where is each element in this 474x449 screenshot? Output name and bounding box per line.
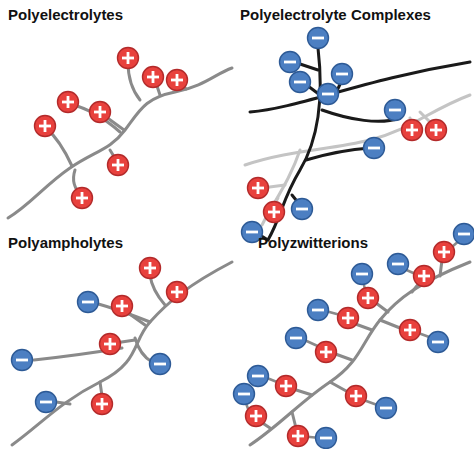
negative-charge: [150, 354, 171, 375]
polymer-chain: [8, 62, 232, 218]
positive-charge: [426, 120, 447, 141]
positive-charge: [35, 116, 56, 137]
panel-title: Polyelectrolytes: [8, 6, 123, 23]
positive-charge: [140, 258, 161, 279]
positive-charge: [108, 155, 129, 176]
polymer-chain: [12, 262, 232, 445]
panel-title: Polyampholytes: [8, 234, 123, 251]
positive-charge: [167, 282, 188, 303]
negative-charge: [332, 64, 353, 85]
negative-charge: [78, 292, 99, 313]
negative-charge: [12, 350, 33, 371]
negative-charge: [454, 224, 474, 245]
negative-charge: [428, 332, 449, 353]
positive-charge: [264, 202, 285, 223]
negative-charge: [318, 84, 339, 105]
charges: [242, 28, 447, 243]
cationic-chain: [245, 95, 470, 225]
panel-title: Polyzwitterions: [258, 234, 368, 251]
negative-charge: [376, 398, 397, 419]
positive-charge: [288, 426, 309, 447]
charges: [234, 224, 474, 449]
positive-charge: [358, 288, 379, 309]
negative-charge: [388, 254, 409, 275]
positive-charge: [112, 296, 133, 317]
panel-title: Polyelectrolyte Complexes: [240, 6, 431, 23]
positive-charge: [100, 334, 121, 355]
negative-charge: [248, 366, 269, 387]
positive-charge: [92, 394, 113, 415]
polymer-chain: [250, 260, 470, 445]
negative-charge: [308, 28, 329, 49]
negative-charge: [286, 328, 307, 349]
positive-charge: [58, 92, 79, 113]
positive-charge: [414, 266, 435, 287]
negative-charge: [352, 264, 373, 285]
positive-charge: [72, 188, 93, 209]
anionic-chain: [250, 48, 470, 240]
negative-charge: [316, 428, 337, 449]
positive-charge: [338, 308, 359, 329]
positive-charge: [167, 70, 188, 91]
negative-charge: [364, 138, 385, 159]
positive-charge: [434, 242, 455, 263]
negative-charge: [234, 384, 255, 405]
negative-charge: [292, 199, 313, 220]
negative-charge: [36, 392, 57, 413]
positive-charge: [316, 342, 337, 363]
negative-charge: [385, 100, 406, 121]
positive-charges: [35, 48, 188, 209]
positive-charge: [346, 386, 367, 407]
positive-charge: [400, 320, 421, 341]
positive-charge: [143, 67, 164, 88]
positive-charge: [246, 406, 267, 427]
positive-charge: [402, 120, 423, 141]
positive-charge: [118, 48, 139, 69]
zwitterion-linkers: [244, 240, 460, 438]
charges: [12, 258, 188, 415]
negative-charge: [280, 52, 301, 73]
positive-charge: [248, 178, 269, 199]
negative-charge: [308, 300, 329, 321]
positive-charge: [90, 102, 111, 123]
negative-charge: [290, 72, 311, 93]
positive-charge: [276, 376, 297, 397]
